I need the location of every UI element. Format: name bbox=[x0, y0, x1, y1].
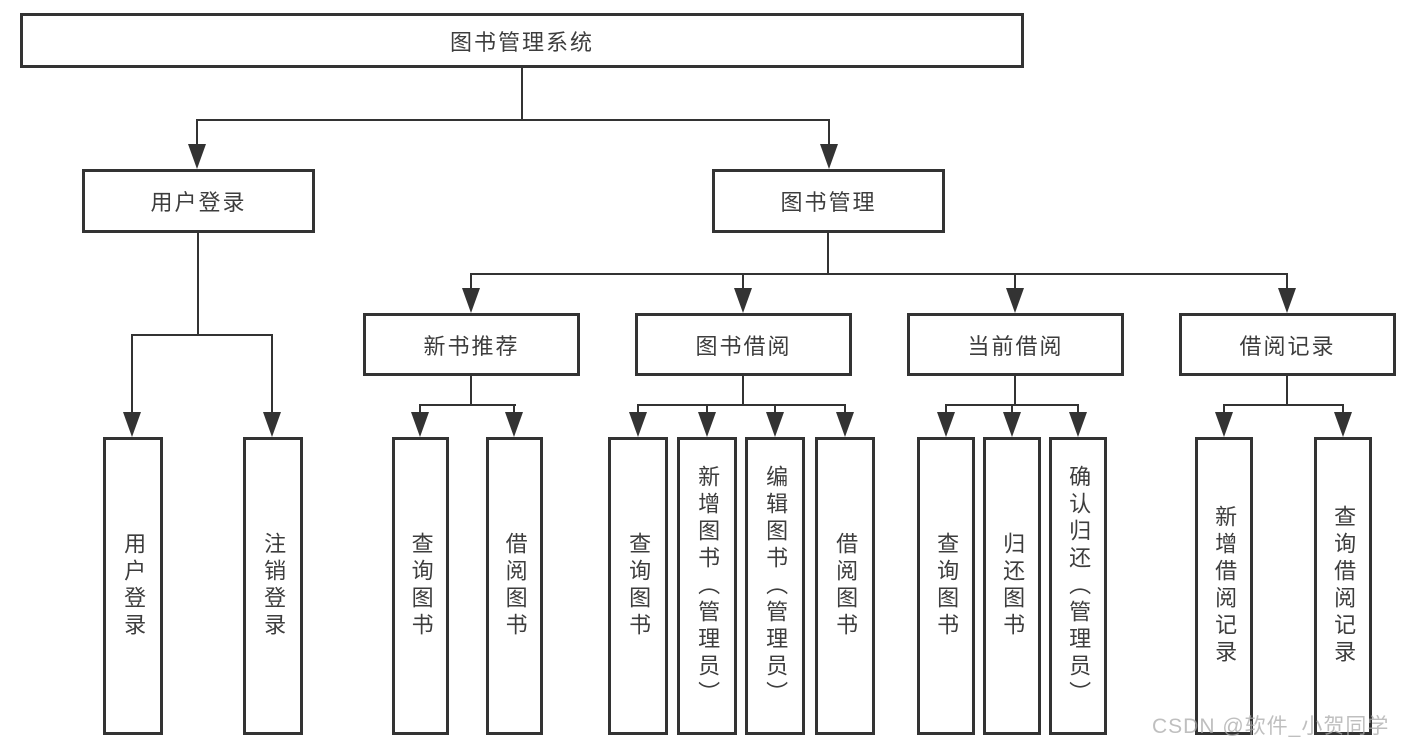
connector-drop-login-leaf2 bbox=[271, 334, 273, 414]
connector-drop bbox=[1342, 404, 1344, 414]
connector-borrow-stem bbox=[742, 376, 744, 406]
node-book-management: 图书管理 bbox=[712, 169, 945, 233]
arrow-down-icon bbox=[505, 412, 523, 437]
node-current-borrow: 当前借阅 bbox=[907, 313, 1124, 376]
leaf-logout: 注销登录 bbox=[243, 437, 303, 735]
connector-records-stem bbox=[1286, 376, 1288, 406]
connector-login-stem bbox=[197, 233, 199, 336]
connector-drop bbox=[706, 404, 708, 414]
connector-drop-management bbox=[828, 119, 830, 147]
connector-login-branch bbox=[131, 334, 273, 336]
leaf-label: 借阅图书 bbox=[833, 532, 859, 640]
connector-management-stem bbox=[827, 233, 829, 275]
connector-recommend-stem bbox=[470, 376, 472, 406]
leaf-query-books-borrow: 查询图书 bbox=[608, 437, 668, 735]
arrow-down-icon bbox=[734, 288, 752, 313]
connector-drop bbox=[1223, 404, 1225, 414]
node-current-borrow-label: 当前借阅 bbox=[967, 333, 1064, 359]
connector-drop-module2 bbox=[742, 273, 744, 290]
arrow-down-icon bbox=[1278, 288, 1296, 313]
connector-root-stem bbox=[521, 68, 523, 120]
leaf-query-books-current: 查询图书 bbox=[917, 437, 975, 735]
leaf-logout-label: 注销登录 bbox=[261, 532, 287, 640]
connector-drop-module1 bbox=[470, 273, 472, 290]
node-book-management-label: 图书管理 bbox=[780, 190, 877, 215]
node-new-book-recommend-label: 新书推荐 bbox=[423, 333, 520, 359]
leaf-label: 编辑图书（管理员） bbox=[763, 464, 789, 708]
arrow-down-icon bbox=[698, 412, 716, 437]
connector-records-branch bbox=[1223, 404, 1344, 406]
leaf-query-books-recommend: 查询图书 bbox=[392, 437, 449, 735]
leaf-label: 归还图书 bbox=[1000, 532, 1026, 640]
connector-drop bbox=[945, 404, 947, 414]
arrow-down-icon bbox=[123, 412, 141, 437]
connector-drop-login-leaf1 bbox=[131, 334, 133, 414]
csdn-watermark: CSDN @软件_小贺同学 bbox=[1152, 715, 1390, 738]
arrow-down-icon bbox=[629, 412, 647, 437]
connector-borrow-branch bbox=[637, 404, 846, 406]
leaf-label: 查询借阅记录 bbox=[1331, 505, 1357, 667]
leaf-user-login-label: 用户登录 bbox=[121, 532, 147, 640]
node-new-book-recommend: 新书推荐 bbox=[363, 313, 580, 376]
leaf-edit-books-admin: 编辑图书（管理员） bbox=[745, 437, 805, 735]
connector-modules-branch bbox=[470, 273, 1288, 275]
leaf-label: 借阅图书 bbox=[502, 532, 528, 640]
leaf-query-borrow-record: 查询借阅记录 bbox=[1314, 437, 1372, 735]
leaf-return-books: 归还图书 bbox=[983, 437, 1041, 735]
arrow-down-icon bbox=[1069, 412, 1087, 437]
connector-drop bbox=[774, 404, 776, 414]
connector-drop-module3 bbox=[1014, 273, 1016, 290]
arrow-down-icon bbox=[1215, 412, 1233, 437]
node-user-login: 用户登录 bbox=[82, 169, 315, 233]
arrow-down-icon bbox=[411, 412, 429, 437]
connector-drop bbox=[1077, 404, 1079, 414]
connector-current-stem bbox=[1014, 376, 1016, 406]
leaf-borrow-books: 借阅图书 bbox=[815, 437, 875, 735]
node-borrow-records: 借阅记录 bbox=[1179, 313, 1396, 376]
leaf-label: 查询图书 bbox=[934, 532, 960, 640]
arrow-down-icon bbox=[263, 412, 281, 437]
connector-drop bbox=[844, 404, 846, 414]
connector-level2-branch bbox=[196, 119, 830, 121]
leaf-borrow-books-recommend: 借阅图书 bbox=[486, 437, 543, 735]
connector-drop bbox=[637, 404, 639, 414]
arrow-down-icon bbox=[836, 412, 854, 437]
node-book-borrow: 图书借阅 bbox=[635, 313, 852, 376]
arrow-down-icon bbox=[1003, 412, 1021, 437]
connector-drop-module4 bbox=[1286, 273, 1288, 290]
arrow-down-icon bbox=[462, 288, 480, 313]
leaf-add-borrow-record: 新增借阅记录 bbox=[1195, 437, 1253, 735]
connector-drop bbox=[419, 404, 421, 414]
node-book-borrow-label: 图书借阅 bbox=[695, 333, 792, 359]
connector-drop-login bbox=[196, 119, 198, 147]
node-root-label: 图书管理系统 bbox=[449, 29, 594, 55]
node-borrow-records-label: 借阅记录 bbox=[1239, 333, 1336, 359]
node-user-login-label: 用户登录 bbox=[150, 190, 247, 215]
arrow-down-icon bbox=[937, 412, 955, 437]
leaf-label: 查询图书 bbox=[626, 532, 652, 640]
connector-recommend-branch bbox=[419, 404, 516, 406]
arrow-down-icon bbox=[1006, 288, 1024, 313]
arrow-down-icon bbox=[1334, 412, 1352, 437]
leaf-user-login: 用户登录 bbox=[103, 437, 163, 735]
leaf-label: 确认归还（管理员） bbox=[1066, 464, 1092, 708]
leaf-label: 新增图书（管理员） bbox=[695, 464, 721, 708]
node-root-library-system: 图书管理系统 bbox=[20, 13, 1024, 68]
connector-drop bbox=[1011, 404, 1013, 414]
arrow-down-icon bbox=[188, 144, 206, 169]
connector-drop bbox=[513, 404, 515, 414]
leaf-label: 查询图书 bbox=[408, 532, 434, 640]
leaf-confirm-return-admin: 确认归还（管理员） bbox=[1049, 437, 1107, 735]
leaf-add-books-admin: 新增图书（管理员） bbox=[677, 437, 737, 735]
arrow-down-icon bbox=[766, 412, 784, 437]
arrow-down-icon bbox=[820, 144, 838, 169]
leaf-label: 新增借阅记录 bbox=[1212, 505, 1238, 667]
